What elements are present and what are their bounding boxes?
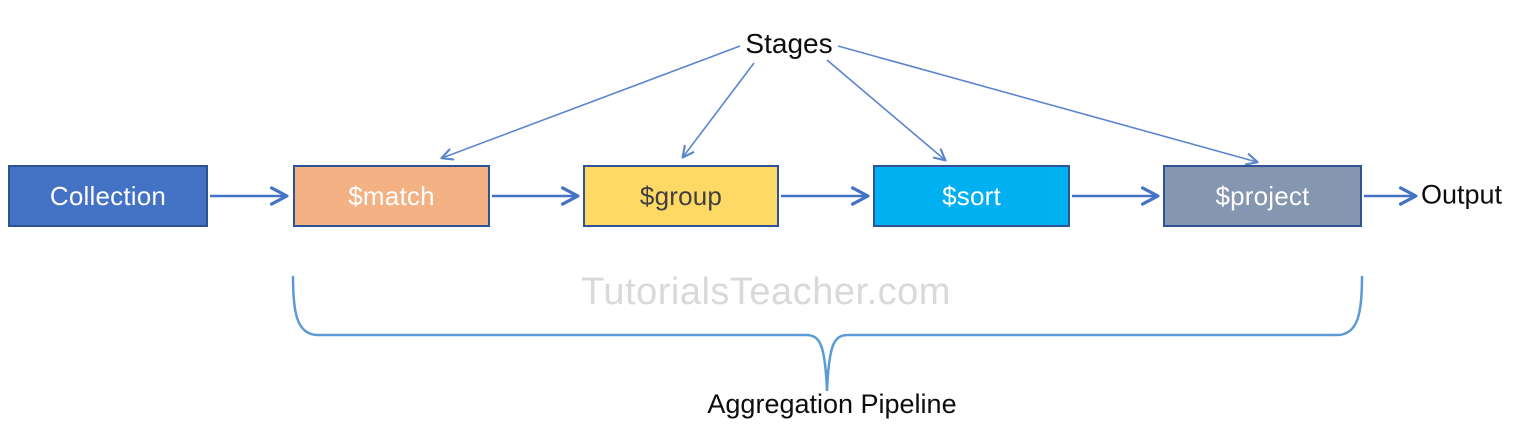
box-group: $group (583, 165, 779, 227)
brace (291, 275, 1364, 392)
pointer-arrow-sort (826, 59, 947, 162)
box-project-label: $project (1215, 180, 1310, 211)
brace-label: Aggregation Pipeline (707, 389, 957, 419)
output-label: Output (1421, 179, 1503, 210)
box-collection: Collection (8, 165, 208, 227)
stages-pointer-arrows (440, 45, 1259, 166)
pointer-arrow-match (440, 45, 741, 161)
box-collection-label: Collection (49, 180, 167, 211)
box-project: $project (1163, 165, 1362, 227)
pointer-arrow-project (837, 45, 1259, 166)
box-match: $match (293, 165, 490, 227)
box-sort-label: $sort (942, 180, 1001, 211)
box-match-label: $match (348, 180, 435, 211)
watermark: TutorialsTeacher.com (581, 271, 951, 313)
pointer-arrow-group (681, 62, 755, 159)
stages-title: Stages (745, 28, 833, 59)
box-group-label: $group (639, 180, 723, 211)
box-sort: $sort (873, 165, 1070, 227)
